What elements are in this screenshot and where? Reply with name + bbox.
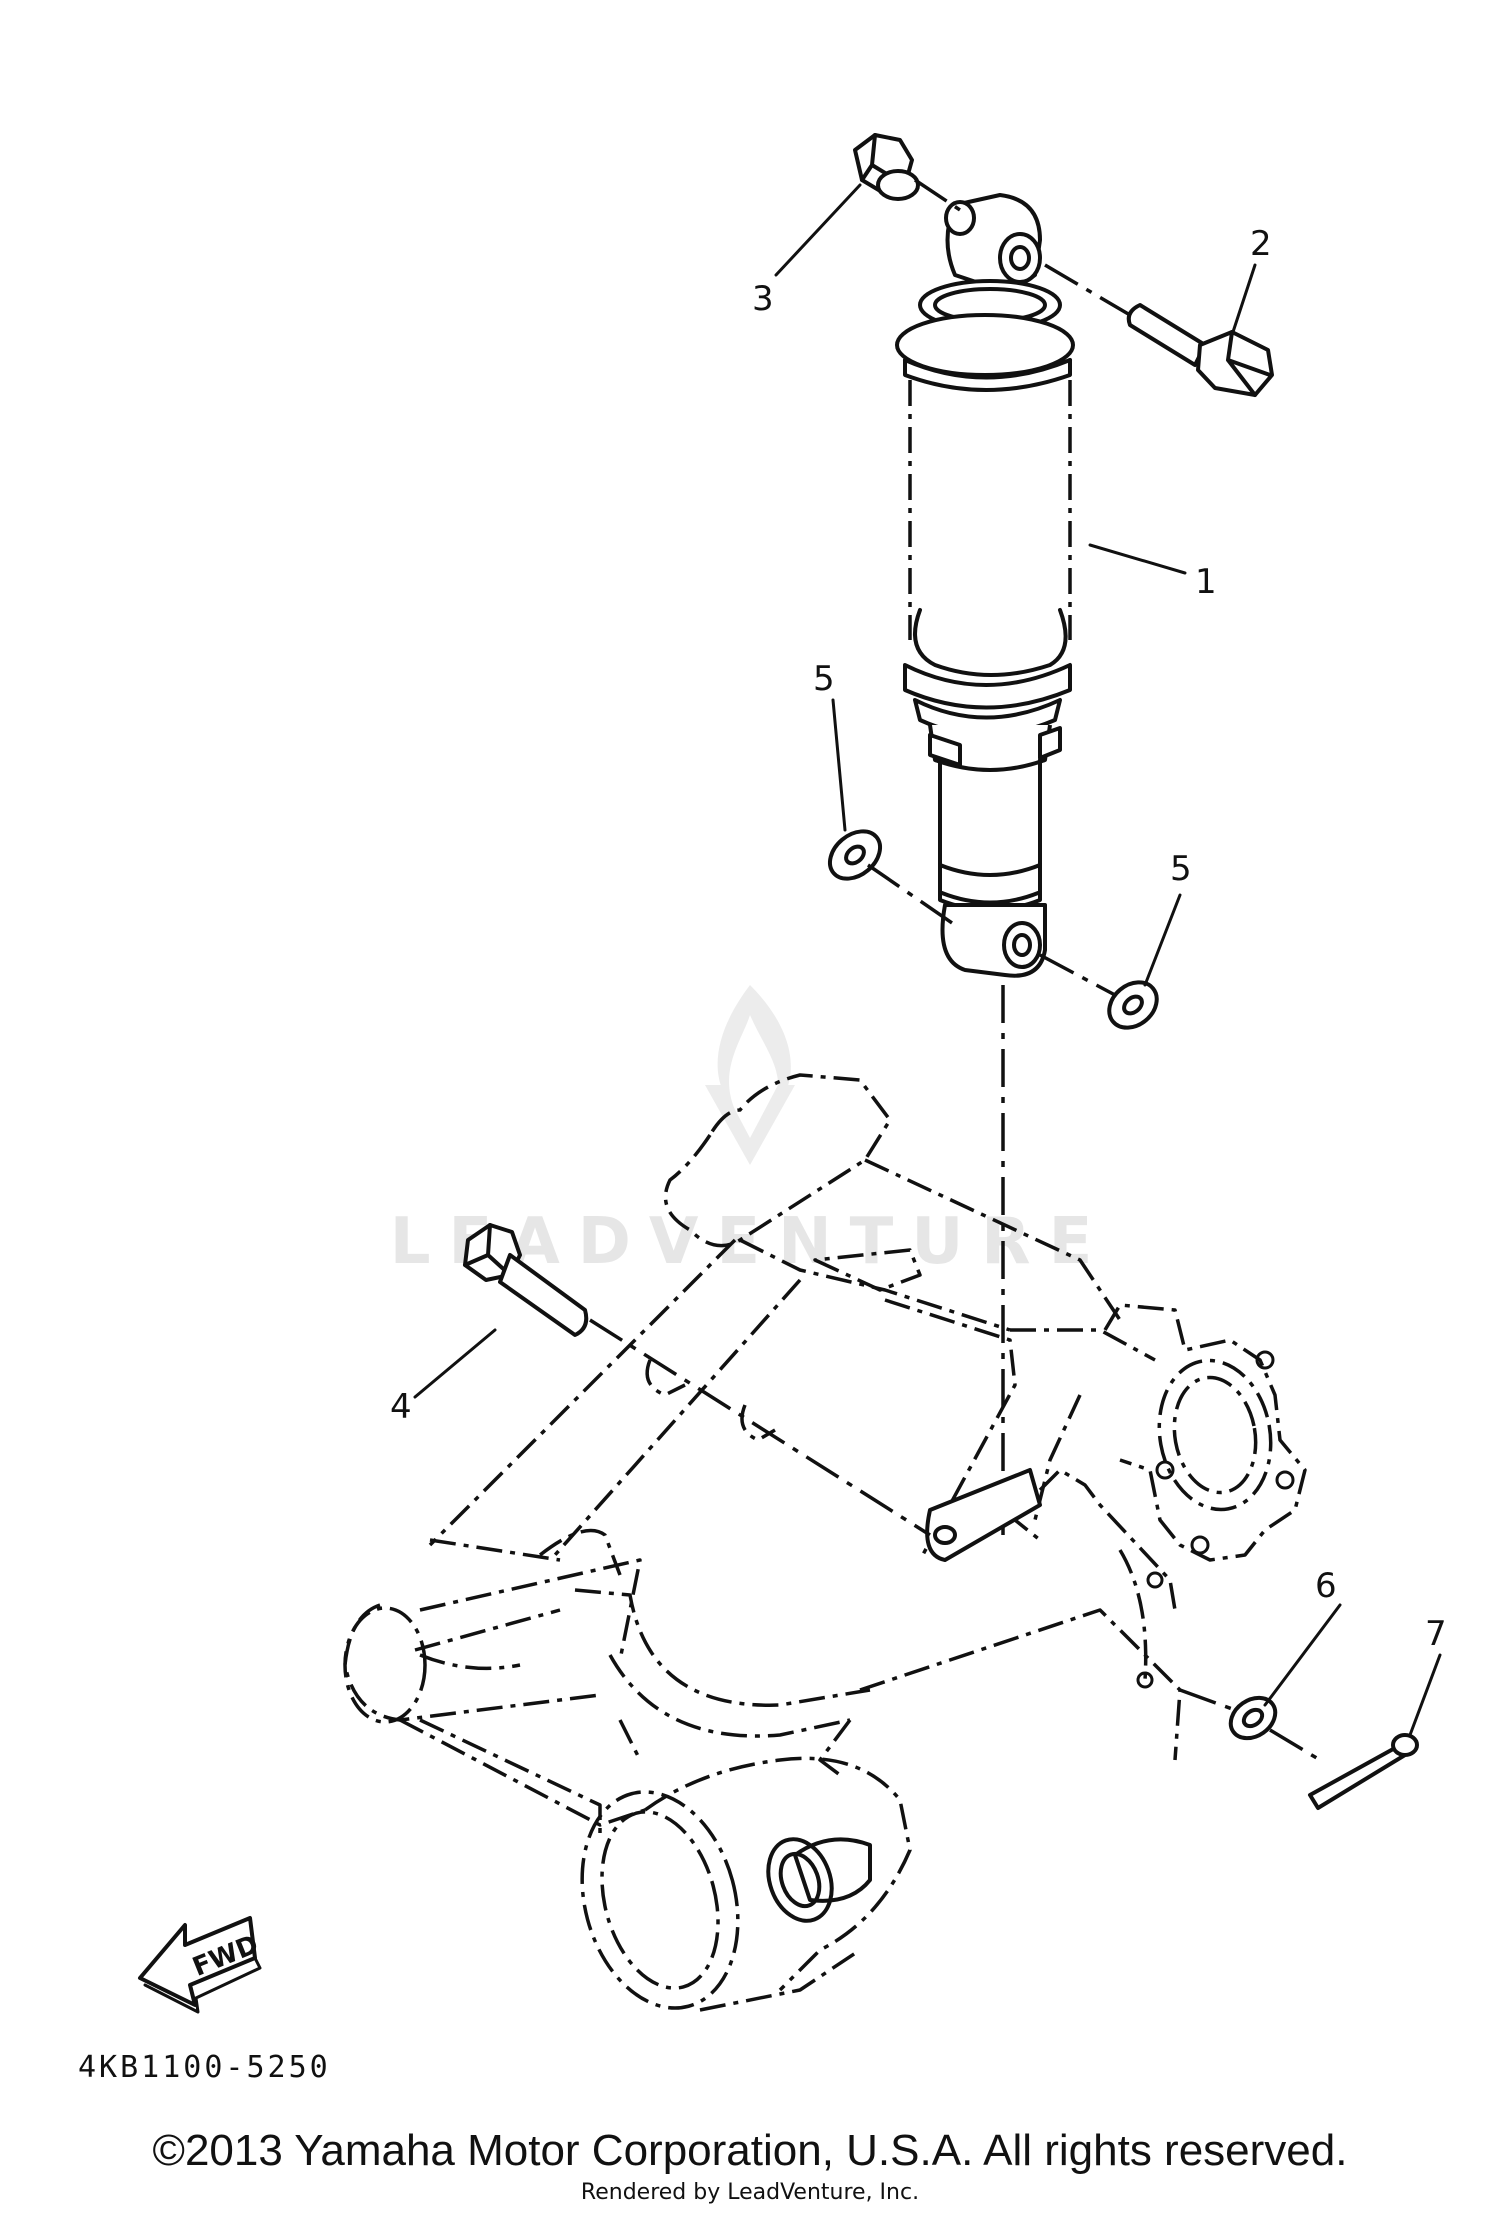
callout-3: 3	[752, 279, 774, 319]
pivot-bolt	[463, 1223, 931, 1537]
swing-arm	[343, 1073, 1307, 2012]
upper-bolt	[1044, 263, 1274, 397]
washer-right	[1039, 953, 1159, 1030]
cotter-pin	[1269, 1728, 1419, 1810]
shock-absorber	[895, 193, 1075, 978]
axle-washer	[1179, 1688, 1278, 1741]
callout-5-left: 5	[813, 659, 835, 699]
upper-nut	[853, 133, 961, 212]
callout-4: 4	[390, 1387, 412, 1427]
rendered-by-credit: Rendered by LeadVenture, Inc.	[580, 2180, 920, 2205]
callout-1: 1	[1195, 562, 1217, 602]
washer-left	[827, 829, 956, 927]
watermark-logo	[705, 985, 795, 1165]
callout-7: 7	[1425, 1614, 1447, 1654]
callout-2: 2	[1250, 224, 1272, 264]
callout-5-right: 5	[1170, 849, 1192, 889]
leader-lines	[413, 183, 1442, 1737]
copyright-notice: ©2013 Yamaha Motor Corporation, U.S.A. A…	[152, 2126, 1348, 2175]
callout-6: 6	[1315, 1566, 1337, 1606]
fwd-arrow-icon: FWD	[138, 1916, 263, 2014]
part-code: 4KB1100-5250	[78, 2050, 331, 2085]
